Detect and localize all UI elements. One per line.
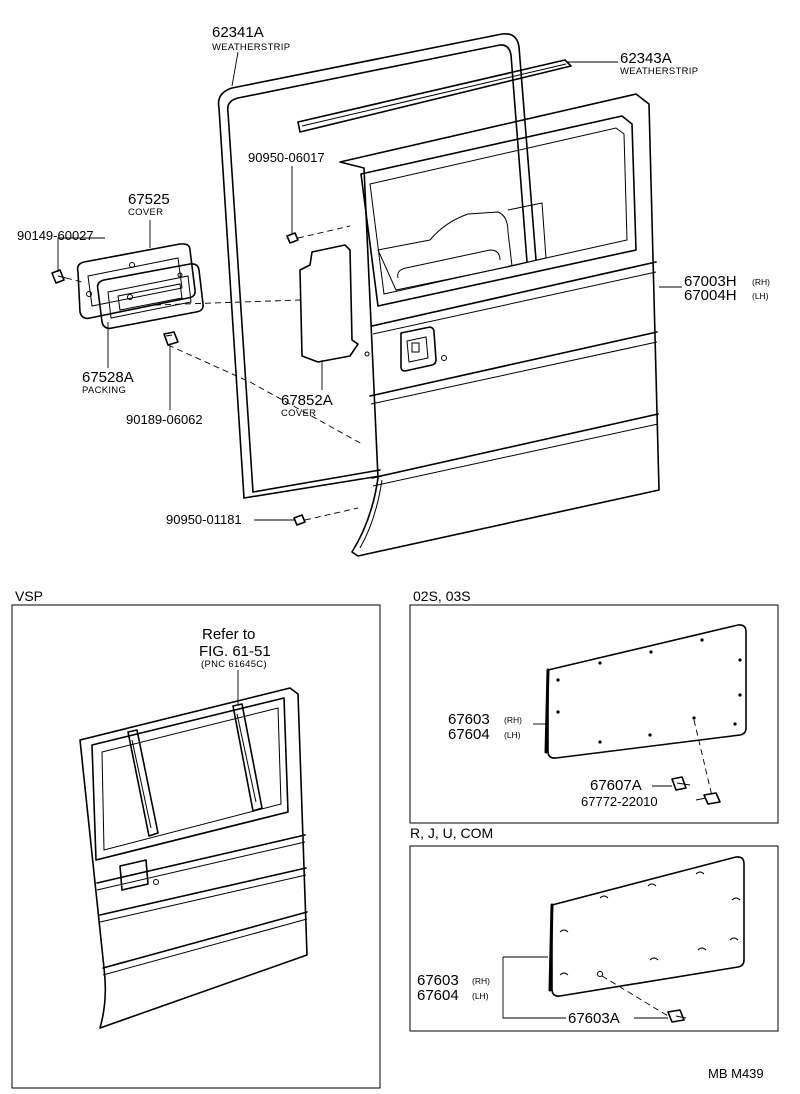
screw-90950-01181 [293, 514, 306, 526]
packing-67528a [96, 263, 204, 330]
label-62341a: 62341A [212, 24, 264, 41]
label-67852a-desc: COVER [281, 408, 316, 419]
vsp-refer-line1: Refer to [202, 626, 255, 643]
vsp-refer-line3: (PNC 61645C) [201, 659, 267, 670]
rju-dash [601, 975, 669, 1017]
rju-label-67603-side: (RH) [472, 976, 490, 986]
label-62341a-desc: WEATHERSTRIP [212, 42, 290, 53]
s02-label-67604-side: (LH) [504, 730, 521, 740]
vsp-title: VSP [15, 588, 43, 604]
s02-label-67772-22010: 67772-22010 [581, 794, 658, 809]
label-67528a-desc: PACKING [82, 385, 126, 396]
weatherstrip-62341a [217, 32, 537, 499]
rju-board-leader [502, 957, 566, 1019]
label-67003h-side: (RH) [752, 277, 770, 287]
s02-label-67603-side: (RH) [504, 715, 522, 725]
label-90950-06017: 90950-06017 [248, 150, 325, 165]
label-90149-60027: 90149-60027 [17, 228, 94, 243]
rju-trim-board [548, 856, 745, 997]
s02-label-67603: 67603 [448, 711, 490, 728]
vsp-door-panel [79, 687, 308, 1029]
cover-67525 [76, 243, 196, 320]
clip-90189-06062 [163, 331, 179, 346]
rju-clip-67603a [667, 1009, 687, 1023]
door-panel [339, 93, 660, 557]
s02-label-67604: 67604 [448, 726, 490, 743]
s02-label-67607a: 67607A [590, 777, 642, 794]
cover-67852a [299, 244, 359, 363]
clip-90149-60027 [51, 269, 67, 284]
leader-lines [57, 51, 682, 521]
rju-label-67603: 67603 [417, 972, 459, 989]
label-62343a: 62343A [620, 50, 672, 67]
rju-label-67604: 67604 [417, 987, 459, 1004]
screw-90950-06017 [286, 232, 299, 244]
label-67004h: 67004H [684, 287, 737, 304]
s02-title: 02S, 03S [413, 588, 471, 604]
label-67852a: 67852A [281, 392, 333, 409]
weatherstrip-62343a [297, 59, 572, 133]
label-90189-06062: 90189-06062 [126, 412, 203, 427]
dashed-alignment-lines [65, 225, 363, 521]
vsp-refer-line2: FIG. 61-51 [199, 643, 271, 660]
footer-code: MB M439 [708, 1066, 764, 1081]
s02-clip-67607a [671, 776, 691, 791]
rju-label-67604-side: (LH) [472, 991, 489, 1001]
label-67003h: 67003H [684, 273, 737, 290]
vsp-box [11, 604, 381, 1089]
label-67004h-side: (LH) [752, 291, 769, 301]
rju-label-67603a: 67603A [568, 1010, 620, 1027]
s02-dash [693, 719, 713, 797]
s02-trim-board [544, 624, 747, 759]
rju-title: R, J, U, COM [410, 825, 493, 841]
s02-screw-67772-22010 [695, 792, 721, 805]
s02-box [409, 604, 779, 824]
label-67525-desc: COVER [128, 207, 163, 218]
label-67528a: 67528A [82, 369, 134, 386]
label-90950-01181: 90950-01181 [166, 512, 242, 527]
rju-box [409, 845, 779, 1032]
label-62343a-desc: WEATHERSTRIP [620, 66, 698, 77]
label-67525: 67525 [128, 191, 170, 208]
